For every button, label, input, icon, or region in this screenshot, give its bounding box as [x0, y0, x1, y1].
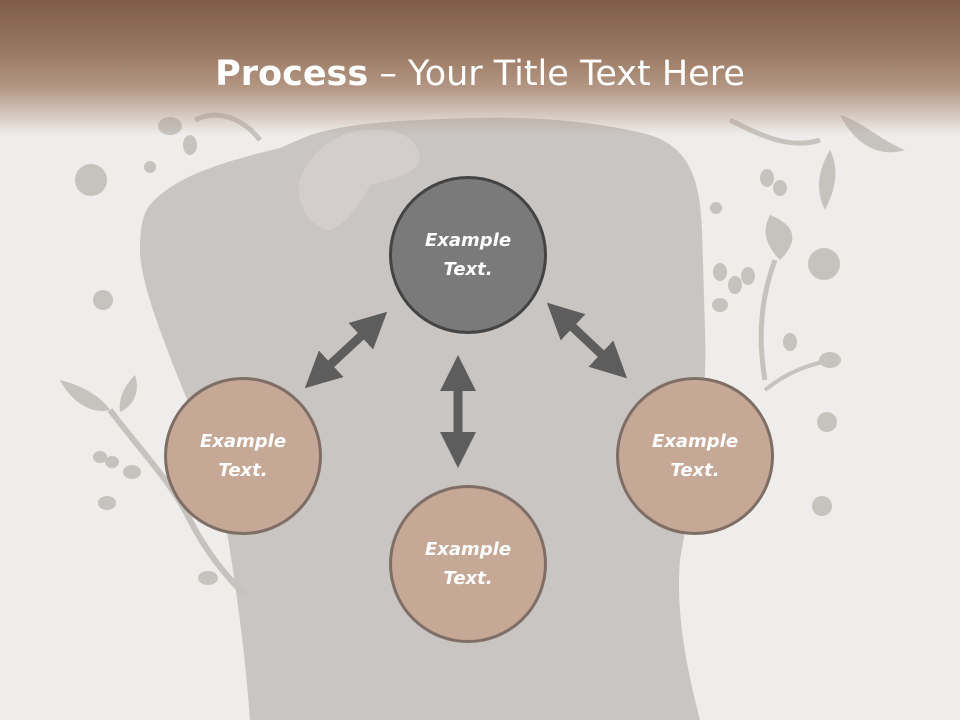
node-left-line1: Example — [199, 431, 287, 452]
node-top: Example Text. — [389, 176, 547, 334]
title-bold: Process — [215, 54, 369, 94]
floral-decor-left — [60, 112, 262, 598]
node-left-line2: Text. — [218, 460, 268, 481]
node-bottom-line1: Example — [424, 539, 512, 560]
arrow-top-left — [304, 311, 388, 389]
node-bottom-line2: Text. — [443, 568, 493, 589]
node-right-line1: Example — [651, 431, 739, 452]
node-top-line2: Text. — [443, 259, 493, 280]
arrow-top-right — [546, 302, 628, 379]
node-bottom: Example Text. — [389, 485, 547, 643]
node-left: Example Text. — [164, 377, 322, 535]
hand-shape — [299, 129, 420, 230]
title-rest: – Your Title Text Here — [368, 54, 745, 94]
node-right-line2: Text. — [670, 460, 720, 481]
person-silhouette — [140, 117, 706, 720]
title-banner — [0, 0, 960, 135]
slide-title: Process – Your Title Text Here — [0, 52, 960, 96]
node-right: Example Text. — [616, 377, 774, 535]
node-top-line1: Example — [424, 230, 512, 251]
